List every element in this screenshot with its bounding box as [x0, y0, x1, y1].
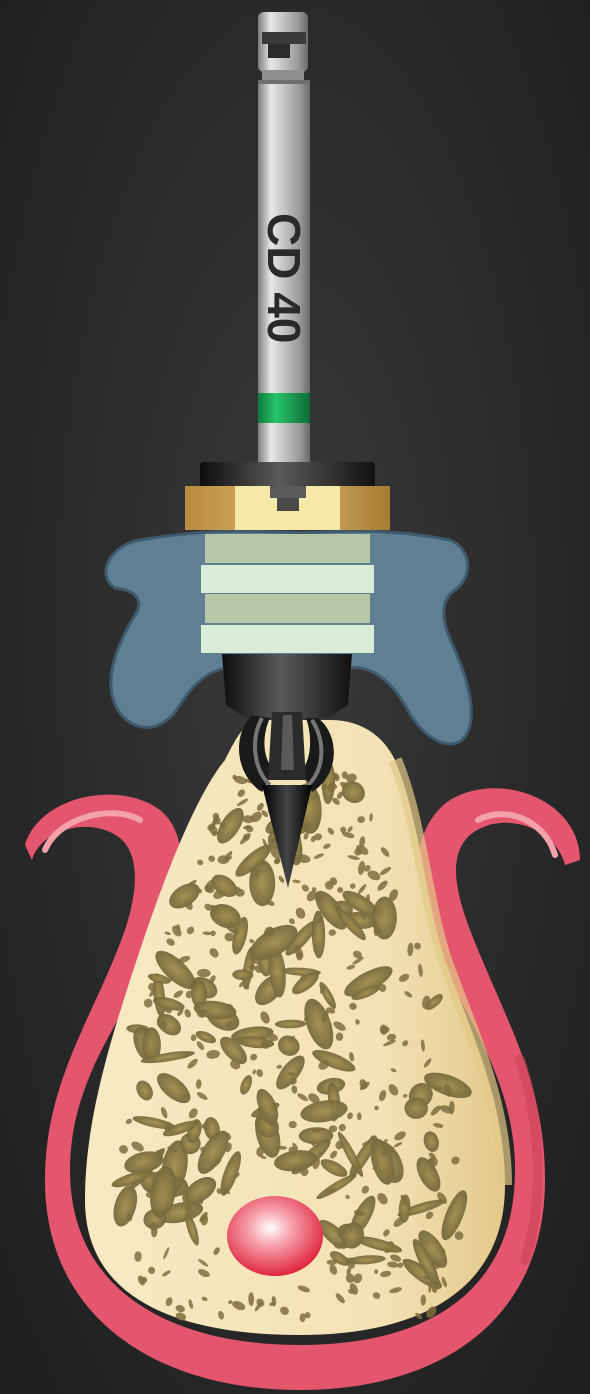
drill-label: CD 40 — [258, 213, 310, 343]
trabecular-blob — [404, 1098, 428, 1119]
trabecular-blob — [134, 1251, 141, 1262]
trabecular-blob — [197, 969, 211, 977]
nerve-canal-icon — [227, 1196, 323, 1276]
trabecular-blob — [144, 999, 153, 1008]
